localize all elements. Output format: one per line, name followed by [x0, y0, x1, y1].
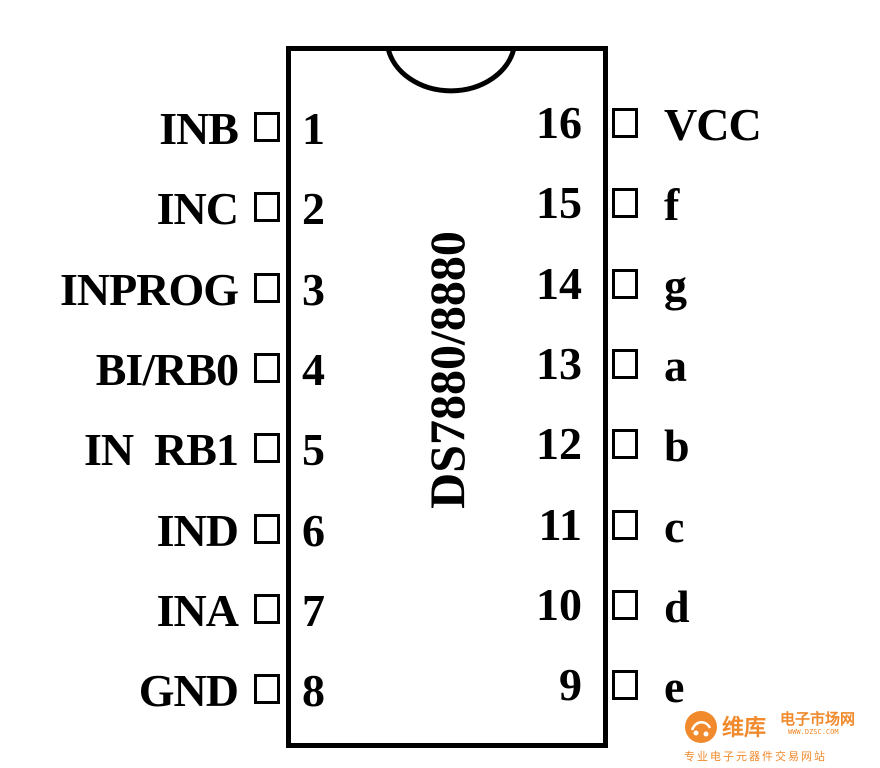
pin-6-lead [254, 513, 280, 544]
pin-14-lead [612, 268, 638, 299]
pin-5-number: 5 [302, 424, 325, 476]
pin-13-number: 13 [536, 337, 582, 389]
part-number: DS7880/8880 [419, 231, 475, 509]
watermark-brand: 维库 [722, 716, 767, 741]
pin-2-number: 2 [302, 183, 325, 235]
pin-14-number: 14 [536, 257, 582, 309]
orientation-notch [386, 46, 516, 94]
pin-12-lead [612, 429, 638, 460]
pin-10-lead [612, 589, 638, 620]
pin-8-number: 8 [302, 665, 325, 717]
pin-10-number: 10 [536, 578, 582, 630]
pin-4-label: BI/RB0 [95, 343, 239, 395]
pin-9-lead [612, 670, 638, 701]
pin-8-label: GND [138, 665, 239, 717]
pin-7-lead [254, 593, 280, 624]
watermark-url: WWW.DZSC.COM [788, 728, 839, 736]
pin-3-label: INPROG [60, 263, 239, 315]
watermark-tagline: 专业电子元器件交易网站 [684, 750, 827, 763]
chip-body [286, 46, 608, 748]
pin-15-label: f [664, 179, 679, 231]
pin-1-number: 1 [302, 103, 325, 154]
pin-15-lead [612, 188, 638, 219]
pin-8-lead [254, 674, 280, 705]
pin-7-number: 7 [302, 584, 325, 636]
pin-13-label: a [664, 339, 687, 391]
pin-7-label: INA [156, 584, 239, 636]
pin-14-label: g [664, 259, 687, 311]
pin-11-number: 11 [538, 498, 582, 550]
pin-11-label: c [664, 500, 684, 552]
pin-1-label: INB [159, 103, 239, 154]
pin-12-label: b [664, 420, 690, 472]
pin-12-number: 12 [536, 418, 582, 470]
pin-16-number: 16 [536, 97, 582, 148]
pin-16-label: VCC [664, 99, 762, 150]
pin-2-label: INC [156, 183, 239, 235]
pin-6-label: IND [156, 504, 239, 556]
watermark: 维库 电子市场网 WWW.DZSC.COM 专业电子元器件交易网站 [684, 704, 874, 764]
pin-3-number: 3 [302, 263, 325, 315]
pin-2-lead [254, 192, 280, 223]
pin-5-lead [254, 433, 280, 464]
circuit-logo-icon [685, 711, 717, 743]
pin-4-lead [254, 352, 280, 383]
pin-5-label: IN RB1 [83, 424, 239, 476]
pin-16-lead [612, 108, 638, 138]
pin-4-number: 4 [302, 343, 325, 395]
pin-1-lead [254, 112, 280, 142]
watermark-subtitle: 电子市场网 [780, 710, 856, 728]
pin-10-label: d [664, 580, 690, 632]
pin-9-label: e [664, 661, 684, 713]
pin-11-lead [612, 509, 638, 540]
pin-15-number: 15 [536, 177, 582, 229]
pin-3-lead [254, 272, 280, 303]
pin-13-lead [612, 348, 638, 379]
pin-9-number: 9 [559, 659, 582, 711]
pin-6-number: 6 [302, 504, 325, 556]
